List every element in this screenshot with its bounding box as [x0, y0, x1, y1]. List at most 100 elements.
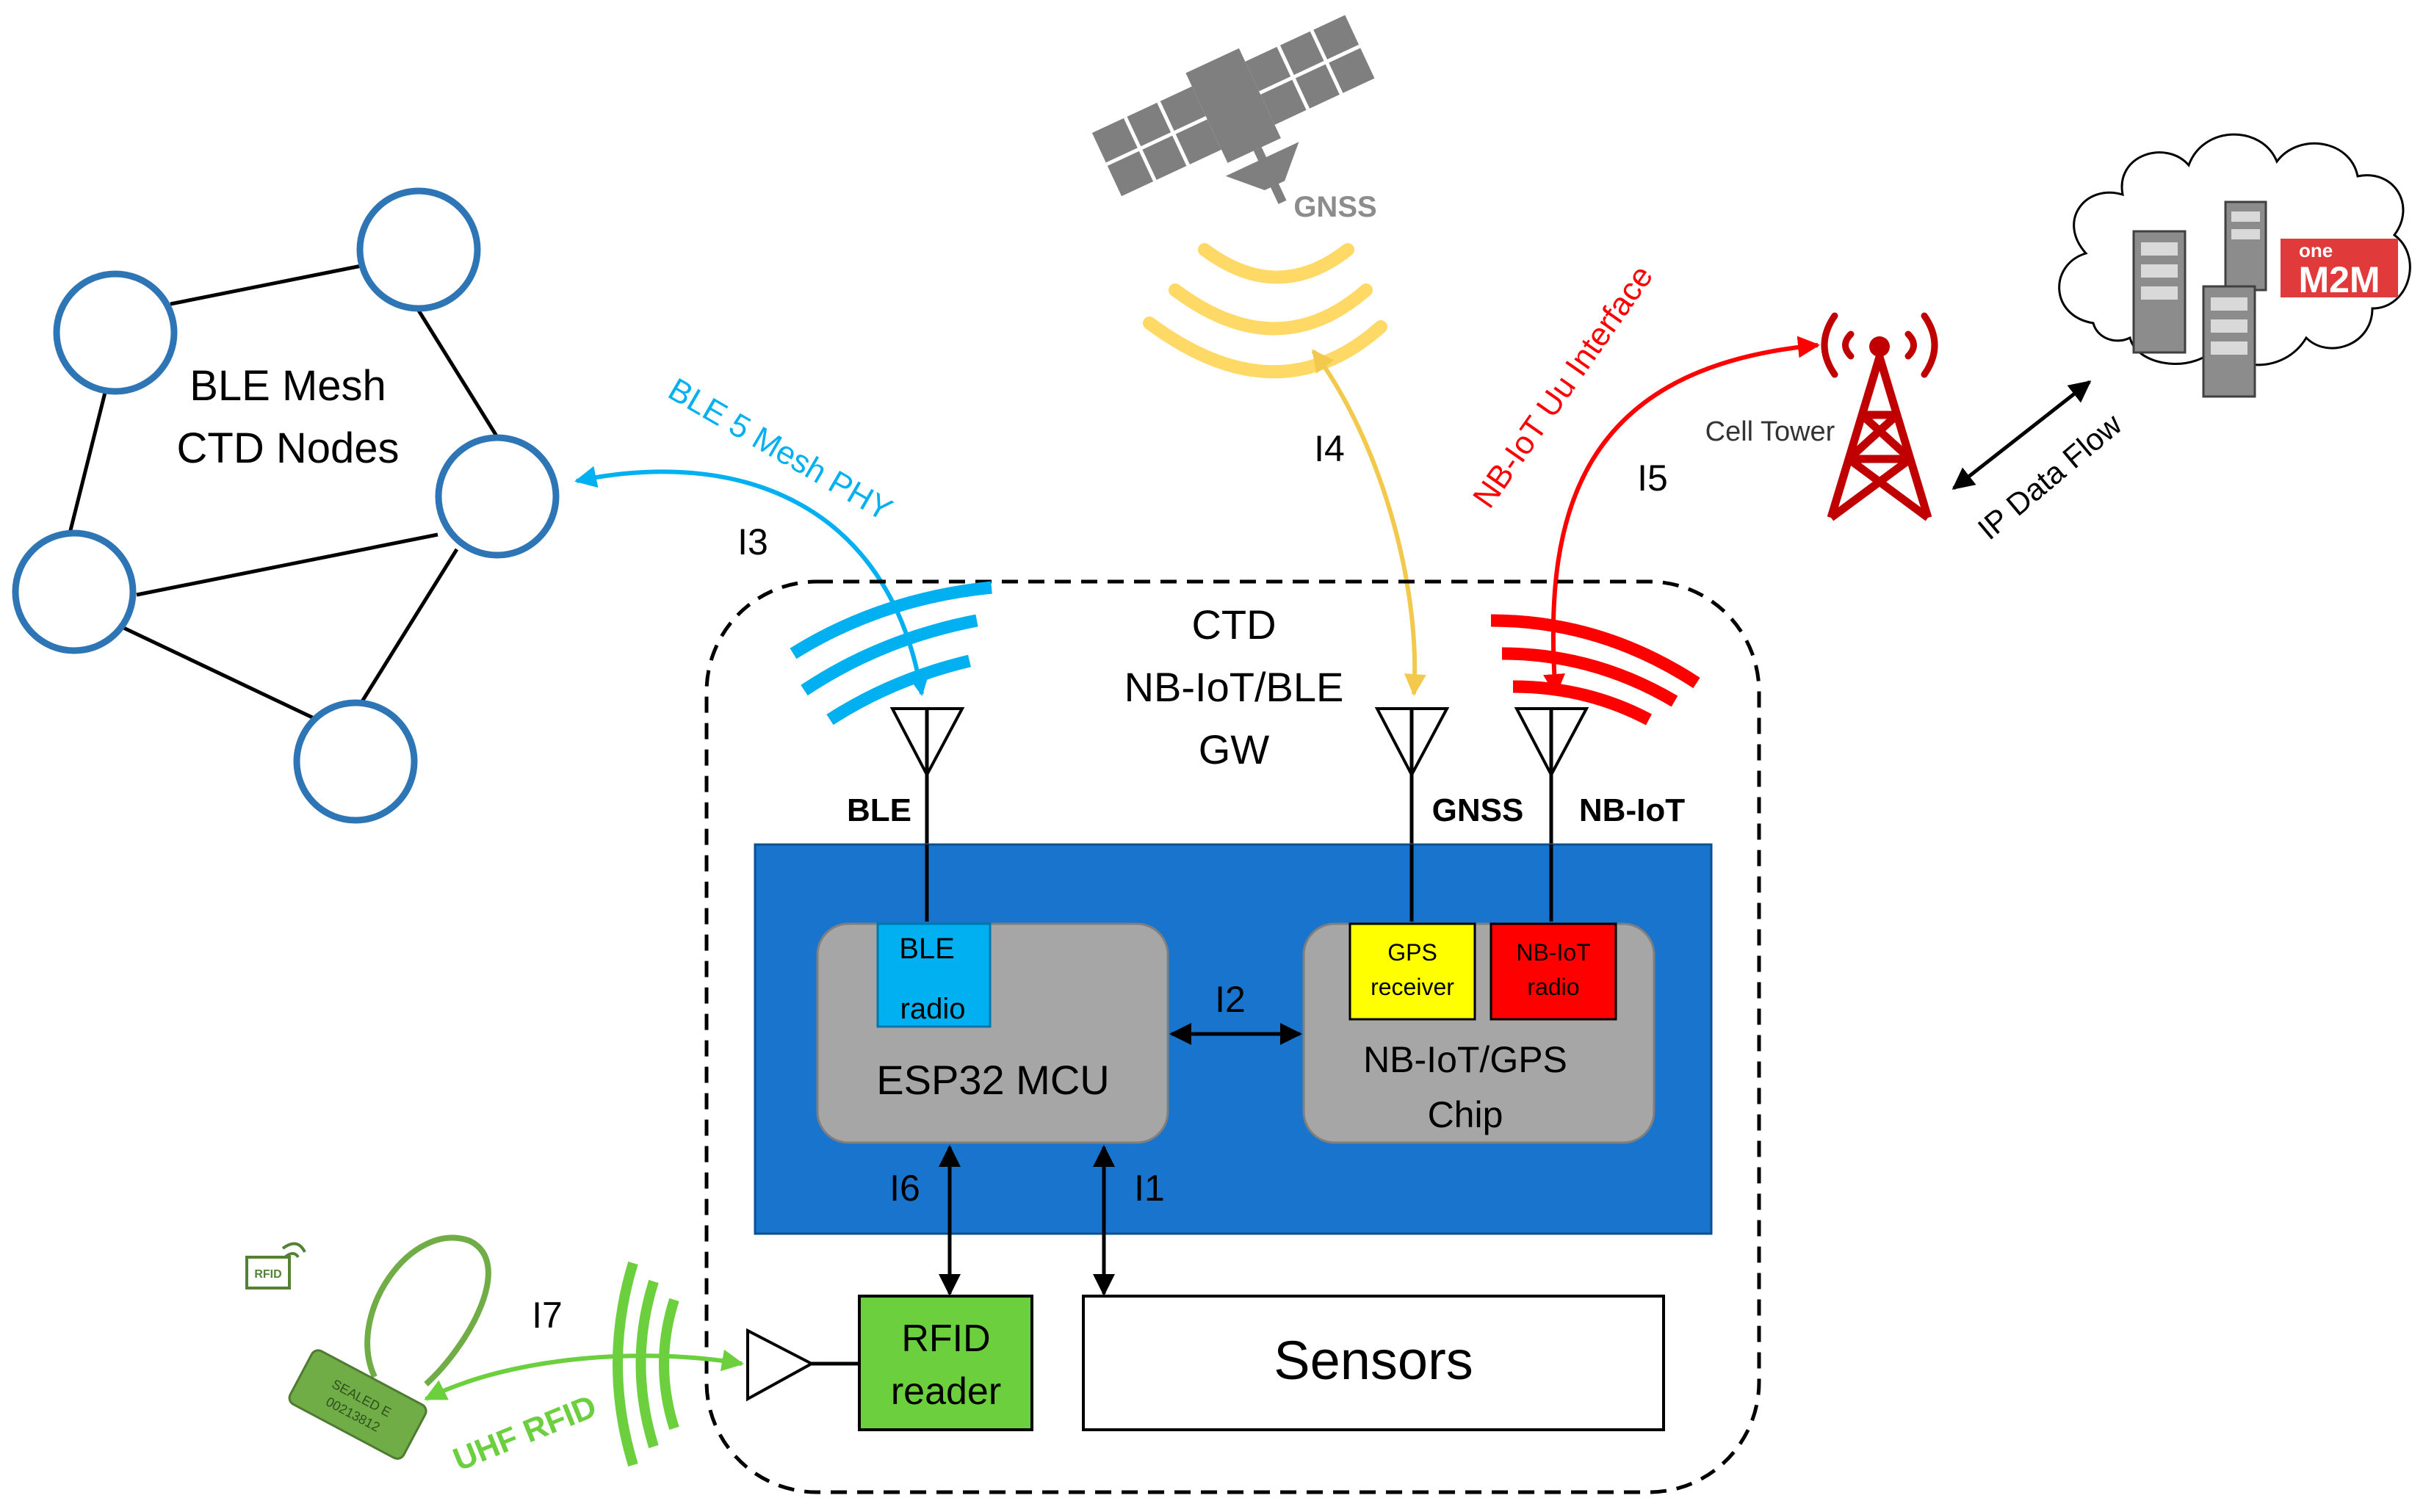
- mesh-title-line2: CTD Nodes: [177, 424, 400, 472]
- onem2m-logo-line2: M2M: [2298, 259, 2380, 300]
- satellite-body: [1185, 48, 1281, 163]
- mesh-node[interactable]: [435, 434, 560, 559]
- interface-i1-label: I1: [1134, 1168, 1165, 1209]
- ble-mesh-network: BLE Mesh CTD Nodes: [12, 187, 560, 824]
- nbiot-link-arrow: [1543, 336, 1820, 696]
- interface-i3-label: I3: [737, 521, 768, 563]
- ble-wave: [801, 614, 978, 696]
- cell-tower-icon: Cell Tower: [1705, 312, 1938, 521]
- nbiot-signal-waves: [1490, 614, 1700, 726]
- interface-i1: I1: [1093, 1145, 1165, 1296]
- antenna-ble: BLE: [847, 707, 965, 914]
- antenna-icon: [746, 1328, 815, 1402]
- mesh-title-line1: BLE Mesh: [189, 362, 386, 410]
- nbiot-radio-line2: radio: [1527, 974, 1579, 1000]
- rfid-reader-line2: reader: [891, 1370, 1001, 1413]
- gnss-wave: [1198, 243, 1354, 284]
- ip-data-flow: IP Data Flow: [1951, 380, 2128, 546]
- gps-receiver-line2: receiver: [1371, 974, 1454, 1000]
- rfid-wave: [659, 1298, 679, 1430]
- mesh-edge: [170, 264, 362, 306]
- mesh-node[interactable]: [293, 699, 418, 824]
- mesh-edge: [411, 300, 502, 442]
- ble-wave: [790, 581, 992, 659]
- rfid-reader[interactable]: RFID reader: [858, 1295, 1033, 1431]
- rfid-wave: [635, 1279, 659, 1449]
- gateway-title-line2: NB-IoT/BLE: [1124, 664, 1344, 710]
- chip-label-line2: Chip: [1428, 1094, 1503, 1135]
- seal-tag-body: [288, 1349, 427, 1460]
- nbiot-wave: [1490, 614, 1700, 689]
- rfid-link-arrow: [424, 1349, 744, 1401]
- mesh-edge: [118, 623, 325, 725]
- gnss-wave: [1169, 283, 1373, 336]
- onem2m-logo: one M2M: [2281, 239, 2398, 300]
- nbiot-radio-block: [1490, 922, 1617, 1021]
- rfid-antenna: [746, 1328, 859, 1402]
- ble-signal-waves: [790, 581, 992, 726]
- gps-receiver-line1: GPS: [1387, 939, 1437, 966]
- mcu-label: ESP32 MCU: [876, 1057, 1109, 1103]
- interface-i2-label: I2: [1215, 979, 1246, 1020]
- ble-link-label: BLE 5 Mesh PHY: [662, 372, 898, 529]
- nbiot-wave: [1501, 647, 1678, 707]
- mesh-node[interactable]: [53, 270, 178, 395]
- ble-radio-block: [876, 922, 992, 1028]
- rfid-wave: [613, 1261, 638, 1467]
- rfid-reader-line1: RFID: [901, 1317, 990, 1360]
- mesh-edge: [136, 532, 438, 597]
- rfid-link-label: UHF RFID: [448, 1388, 602, 1477]
- gateway-title-line3: GW: [1199, 726, 1270, 773]
- interface-i6-label: I6: [889, 1168, 920, 1209]
- interface-i7-label: I7: [532, 1295, 563, 1336]
- cell-tower-label: Cell Tower: [1705, 416, 1835, 447]
- gnss-link: I4: [1311, 349, 1426, 696]
- mcu-box: [816, 922, 1169, 1144]
- satellite-label: GNSS: [1293, 191, 1376, 223]
- sensors-label: Sensors: [1274, 1330, 1473, 1391]
- antenna-gnss-label: GNSS: [1432, 792, 1524, 828]
- interface-i6: I6: [889, 1145, 961, 1296]
- onem2m-logo-line1: one: [2299, 239, 2333, 261]
- interface-i2: I2: [1169, 979, 1302, 1045]
- gnss-signal-waves: [1143, 243, 1387, 379]
- gateway-title-line1: CTD: [1191, 601, 1276, 648]
- rfid-icon: RFID: [245, 1242, 306, 1289]
- nbiot-gps-chip[interactable]: GPS receiver NB-IoT radio NB-IoT/GPS Chi…: [1302, 922, 1655, 1144]
- uhf-rfid-waves: [613, 1261, 679, 1467]
- ip-flow-label: IP Data Flow: [1971, 406, 2128, 546]
- ble-link-arrow: [574, 466, 930, 696]
- satellite-icon: GNSS: [1091, 15, 1377, 223]
- mesh-node[interactable]: [356, 187, 481, 312]
- nbiot-wave: [1512, 680, 1652, 726]
- interface-i5-label: I5: [1637, 457, 1668, 499]
- sensors-box: [1082, 1295, 1665, 1431]
- chip-label-line1: NB-IoT/GPS: [1363, 1039, 1567, 1080]
- gateway-enclosure: CTD NB-IoT/BLE GW: [704, 579, 1761, 1494]
- rfid-icon-label: RFID: [254, 1268, 281, 1281]
- ble-link: BLE 5 Mesh PHY I3: [574, 372, 930, 696]
- cloud-server-icon: one M2M: [2058, 133, 2411, 398]
- antenna-nbiot-label: NB-IoT: [1579, 792, 1685, 828]
- rfid-seal-tag: SEALED E 00213812: [288, 1234, 491, 1460]
- mesh-node[interactable]: [12, 529, 137, 654]
- nbiot-radio-line1: NB-IoT: [1516, 939, 1590, 966]
- gnss-link-arrow: [1311, 349, 1426, 696]
- antenna-ble-label: BLE: [847, 792, 911, 828]
- ble-radio-line2: radio: [900, 993, 966, 1025]
- nbiot-link: NB-IoT Uu Interface I5: [1466, 259, 1820, 696]
- server-rack-icon: [2132, 200, 2267, 398]
- gateway-boundary: [704, 579, 1761, 1494]
- esp32-mcu[interactable]: BLE radio ESP32 MCU: [816, 922, 1169, 1144]
- gps-receiver-block: [1348, 922, 1476, 1021]
- ble-radio-line1: BLE: [899, 933, 955, 965]
- board-antenna-lines: [925, 844, 1553, 922]
- interface-i4-label: I4: [1314, 428, 1345, 469]
- mesh-nodes: [12, 187, 560, 824]
- gnss-wave: [1143, 316, 1387, 379]
- sensors[interactable]: Sensors: [1082, 1295, 1665, 1431]
- antenna-nbiot: NB-IoT: [1514, 707, 1685, 922]
- ble-wave: [826, 654, 971, 726]
- nbiot-link-label: NB-IoT Uu Interface: [1466, 259, 1660, 515]
